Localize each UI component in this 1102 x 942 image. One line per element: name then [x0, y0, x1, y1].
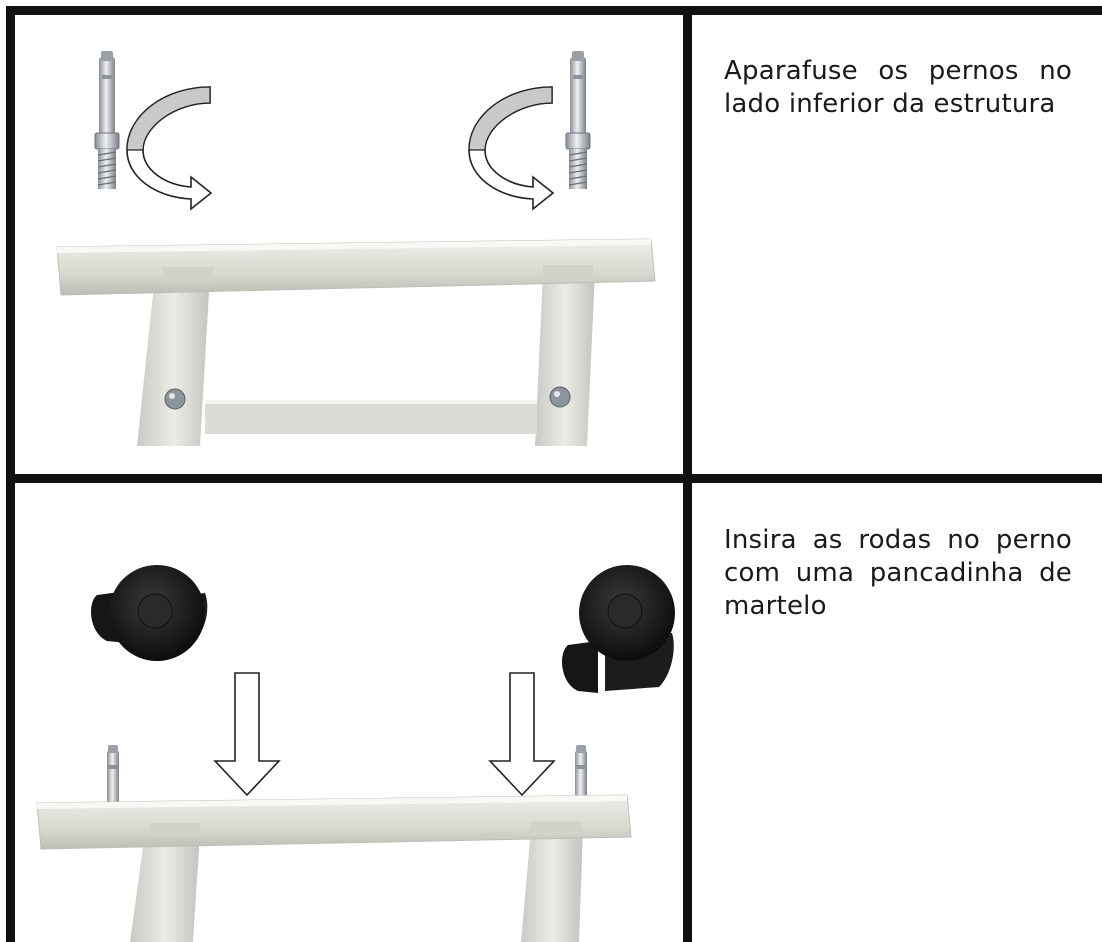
- step1-illustration: [15, 15, 683, 474]
- stud-bolt-icon: [94, 51, 120, 189]
- table-divider-horizontal: [6, 474, 1102, 483]
- frame-icon: [36, 794, 632, 942]
- stud-bolt-icon: [107, 745, 119, 803]
- stud-bolt-icon: [575, 745, 587, 803]
- caster-wheel-icon: [562, 565, 675, 693]
- down-arrow-icon: [213, 672, 281, 797]
- step2-illustration: [15, 483, 683, 942]
- step1-instruction: Aparafuse os pernos no lado inferior da …: [724, 56, 1072, 119]
- down-arrow-icon: [488, 672, 556, 797]
- frame-icon: [56, 238, 656, 446]
- rotate-arrow-icon: [468, 86, 555, 211]
- caster-wheel-icon: [91, 565, 208, 661]
- stud-bolt-icon: [565, 51, 591, 189]
- table-border-top: [6, 6, 1102, 15]
- step2-instruction: Insira as rodas no perno com uma pancadi…: [724, 525, 1072, 621]
- rotate-arrow-icon: [126, 86, 213, 211]
